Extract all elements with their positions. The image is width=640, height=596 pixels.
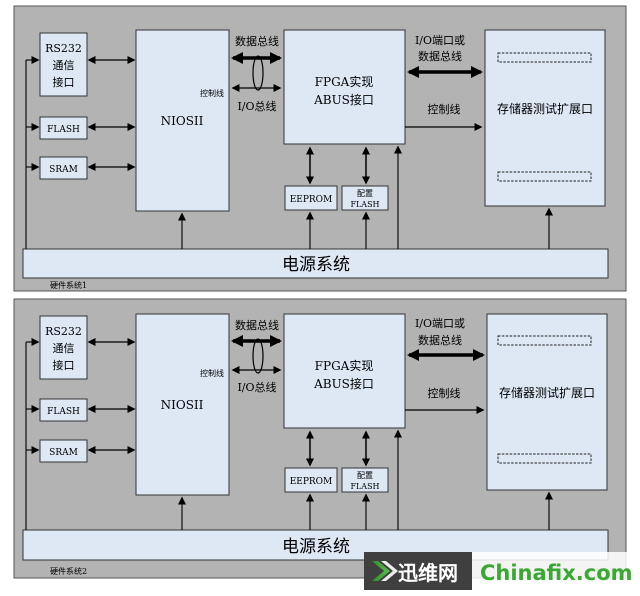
hardware-system-1: RS232 通信 接口 FLASH SRAM NIOSII 控制线 FPGA实现… <box>13 5 627 292</box>
watermark: 迅维网 Chinafix.com <box>364 552 638 590</box>
connector-bottom <box>497 171 592 182</box>
niosii-label: NIOSII <box>161 398 204 412</box>
io-port-label-line2: 数据总线 <box>418 333 462 347</box>
config-flash-label-line2: FLASH <box>350 200 379 209</box>
niosii-label: NIOSII <box>161 114 204 128</box>
system-caption: 硬件系统2 <box>50 566 87 576</box>
config-flash-block: 配置 FLASH <box>341 467 389 493</box>
connections <box>25 52 553 249</box>
fpga-label-line1: FPGA实现 <box>315 74 374 89</box>
connector-top <box>497 52 592 63</box>
rs232-label-line2: 通信 <box>53 342 75 355</box>
io-port-label-line1: I/O端口或 <box>415 34 465 47</box>
io-port-label-line1: I/O端口或 <box>415 317 465 330</box>
rs232-block: RS232 通信 接口 <box>39 32 88 97</box>
control-line-label: 控制线 <box>428 102 461 116</box>
fpga-label-line2: ABUS接口 <box>313 92 374 107</box>
rs232-label-line3: 接口 <box>53 359 75 372</box>
niosii-block: NIOSII 控制线 <box>135 313 230 496</box>
config-flash-block: 配置 FLASH <box>341 185 389 211</box>
control-line-label: 控制线 <box>428 386 461 400</box>
sram-block: SRAM <box>39 156 88 180</box>
data-bus-label: 数据总线 <box>235 34 279 48</box>
watermark-brand-cn: 迅维网 <box>398 561 458 585</box>
storage-test-port-block: 存储器测试扩展口 <box>484 29 606 207</box>
watermark-brand-en: Chinafix.com <box>480 561 633 585</box>
flash-block: FLASH <box>39 398 88 422</box>
config-flash-label-line2: FLASH <box>350 482 379 491</box>
eeprom-block: EEPROM <box>284 185 338 211</box>
flash-block: FLASH <box>39 116 88 140</box>
eeprom-block: EEPROM <box>284 467 338 493</box>
rs232-label-line1: RS232 <box>45 42 82 55</box>
io-bus-label: I/O总线 <box>237 99 276 113</box>
storage-test-port-block: 存储器测试扩展口 <box>486 313 608 491</box>
fpga-label-line2: ABUS接口 <box>313 376 374 391</box>
config-flash-label-line1: 配置 <box>357 189 373 198</box>
control-line-small-label: 控制线 <box>200 88 224 98</box>
storage-label: 存储器测试扩展口 <box>499 385 595 400</box>
config-flash-label-line1: 配置 <box>357 471 373 480</box>
hardware-system-2: RS232 通信 接口 FLASH SRAM NIOSII 控制线 FPGA实现… <box>13 298 627 579</box>
rs232-block: RS232 通信 接口 <box>39 315 88 380</box>
io-bus-label: I/O总线 <box>237 380 276 394</box>
niosii-block: NIOSII 控制线 <box>135 29 230 212</box>
rs232-label-line3: 接口 <box>53 76 75 89</box>
io-port-label-line2: 数据总线 <box>418 49 462 63</box>
eeprom-label: EEPROM <box>290 477 333 487</box>
sram-block: SRAM <box>39 439 88 463</box>
rs232-label-line1: RS232 <box>45 325 82 338</box>
connector-bottom <box>497 453 592 464</box>
power-system-label: 电源系统 <box>282 537 350 557</box>
connections <box>25 335 553 530</box>
system-caption: 硬件系统1 <box>50 280 87 290</box>
sram-label: SRAM <box>49 165 78 175</box>
flash-label: FLASH <box>47 407 80 417</box>
chinafix-logo-icon <box>372 561 398 581</box>
fpga-block: FPGA实现 ABUS接口 <box>283 313 406 429</box>
fpga-label-line1: FPGA实现 <box>315 358 374 373</box>
sram-label: SRAM <box>49 448 78 458</box>
control-line-small-label: 控制线 <box>200 368 224 378</box>
fpga-block: FPGA实现 ABUS接口 <box>283 29 406 145</box>
connector-top <box>497 335 592 346</box>
flash-label: FLASH <box>47 125 80 135</box>
power-system-bar: 电源系统 <box>22 248 609 279</box>
rs232-label-line2: 通信 <box>53 59 75 72</box>
data-bus-label: 数据总线 <box>235 318 279 332</box>
eeprom-label: EEPROM <box>290 195 333 205</box>
storage-label: 存储器测试扩展口 <box>497 101 593 116</box>
power-system-label: 电源系统 <box>282 255 350 275</box>
